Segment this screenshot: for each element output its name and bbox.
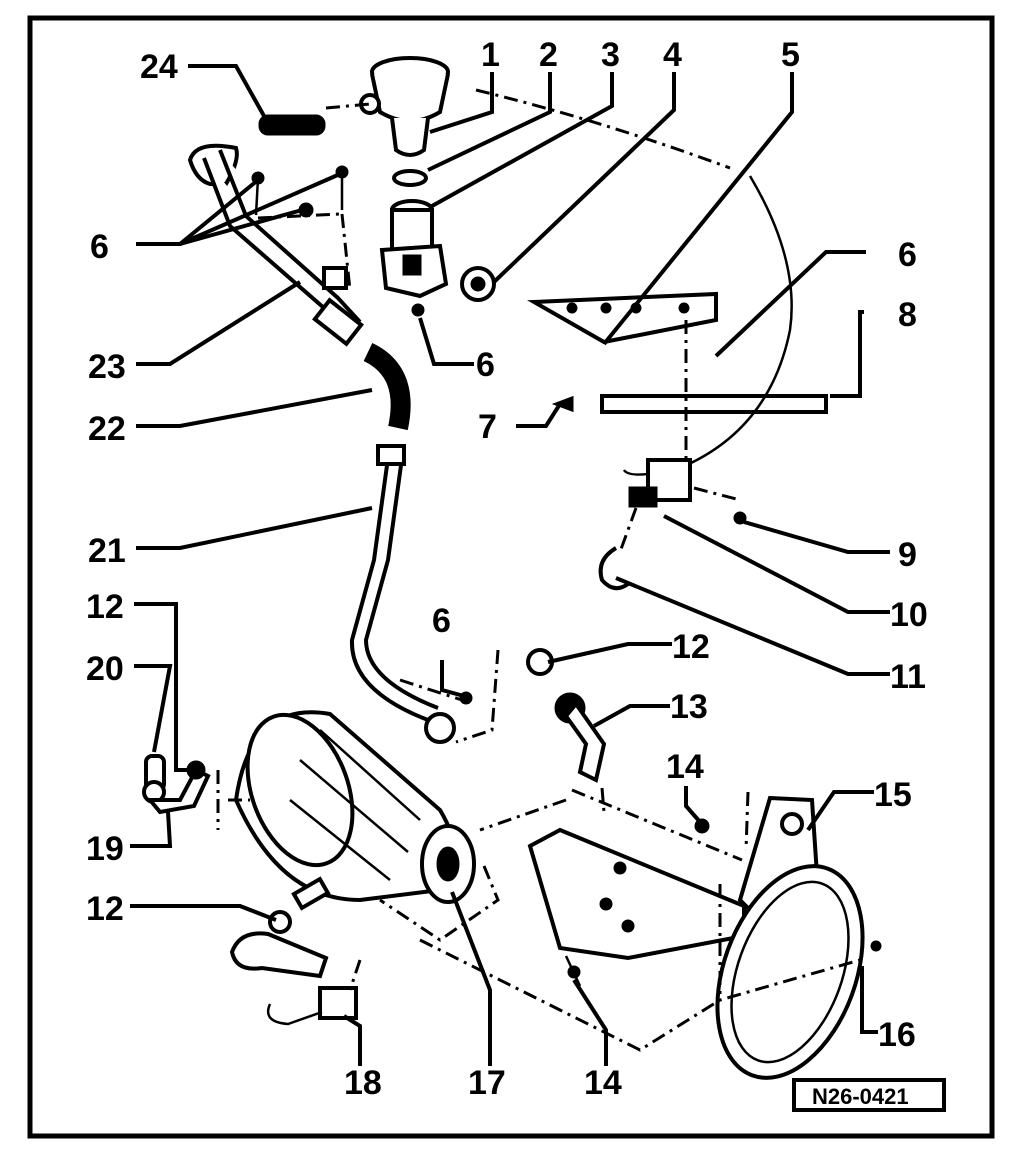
- part-10-sensor: [628, 458, 692, 508]
- leader-lines: [130, 64, 890, 1066]
- assembly-lines: [216, 88, 861, 1052]
- part-17-secondary-air-pump: [233, 710, 476, 911]
- part-2-seal-ring: [392, 169, 428, 187]
- callout-10: 10: [890, 596, 928, 634]
- callout-20: 20: [86, 650, 124, 688]
- callout-6-right: 6: [898, 236, 917, 274]
- diagram-frame: [27, 15, 995, 1139]
- bolts-14: [564, 818, 710, 987]
- callout-12-center: 12: [672, 628, 710, 666]
- callout-8: 8: [898, 296, 917, 334]
- drawing-code: N26-0421: [792, 1078, 946, 1112]
- callout-5: 5: [781, 36, 800, 74]
- part-23-pipe: [202, 149, 364, 347]
- callout-14-top: 14: [666, 748, 704, 786]
- callout-labels: 1 2 3 4 5 24 6 6 8 23 6 7 22 21 9 12 10 …: [86, 36, 928, 1102]
- part-13-pipe: [554, 692, 607, 783]
- callout-24: 24: [140, 48, 178, 86]
- callout-15: 15: [874, 776, 912, 814]
- part-19-elbow: [145, 760, 211, 815]
- callout-12-left-bottom: 12: [86, 890, 124, 928]
- callout-17: 17: [468, 1064, 506, 1102]
- callout-12-left-top: 12: [86, 588, 124, 626]
- callout-16: 16: [878, 1016, 916, 1054]
- callout-18: 18: [344, 1064, 382, 1102]
- callout-23: 23: [88, 348, 126, 386]
- callout-1: 1: [481, 36, 500, 74]
- callout-21: 21: [88, 532, 126, 570]
- callout-2: 2: [539, 36, 558, 74]
- part-22-elbow-hose: [363, 342, 411, 431]
- callout-6-center: 6: [476, 346, 495, 384]
- callout-11: 11: [890, 658, 926, 696]
- callout-9: 9: [898, 536, 917, 574]
- part-16-ring-clamp: [715, 864, 882, 1080]
- part-1-valve: [359, 56, 450, 157]
- drawing-code-text: N26-0421: [812, 1084, 909, 1109]
- callout-6-left: 6: [90, 228, 109, 266]
- callout-7: 7: [478, 408, 497, 446]
- part-21-hose: [349, 444, 456, 744]
- callout-4: 4: [663, 36, 682, 74]
- callout-14-bottom: 14: [584, 1064, 622, 1102]
- part-7-screw: [551, 395, 574, 413]
- callout-6-lower: 6: [432, 602, 451, 640]
- part-24-hose-connector: [187, 114, 326, 186]
- callout-19: 19: [86, 830, 124, 868]
- part-9-screw: [733, 511, 747, 525]
- combi-valve-body: [379, 243, 496, 317]
- part-18-connector: [266, 986, 358, 1026]
- part-12-lower-elbow: [229, 910, 329, 979]
- callout-3: 3: [601, 36, 620, 74]
- part-8-bar: [600, 394, 828, 414]
- part-3-connector: [390, 199, 434, 252]
- callout-13: 13: [670, 688, 708, 726]
- part-20-fitting: [142, 754, 166, 804]
- callout-22: 22: [88, 410, 126, 448]
